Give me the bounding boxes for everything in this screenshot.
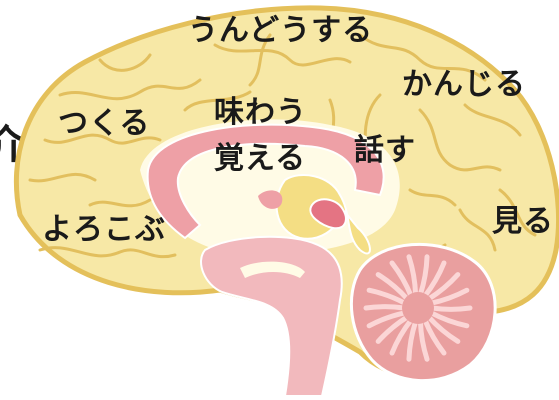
label-remember: 覚える: [214, 142, 306, 176]
label-make: つくる: [58, 107, 150, 141]
label-joy: よろこぶ: [42, 213, 166, 247]
label-move: うんどうする: [188, 14, 373, 48]
label-see: 見る: [492, 205, 554, 239]
label-feel: かんじる: [402, 68, 526, 102]
cerebellum-center: [402, 292, 434, 324]
cerebellum-fold: [366, 307, 404, 308]
label-taste: 味わう: [214, 96, 307, 130]
label-speak: 話す: [354, 134, 416, 168]
cerebellum-fold: [432, 308, 470, 309]
brainstem: [201, 237, 342, 396]
